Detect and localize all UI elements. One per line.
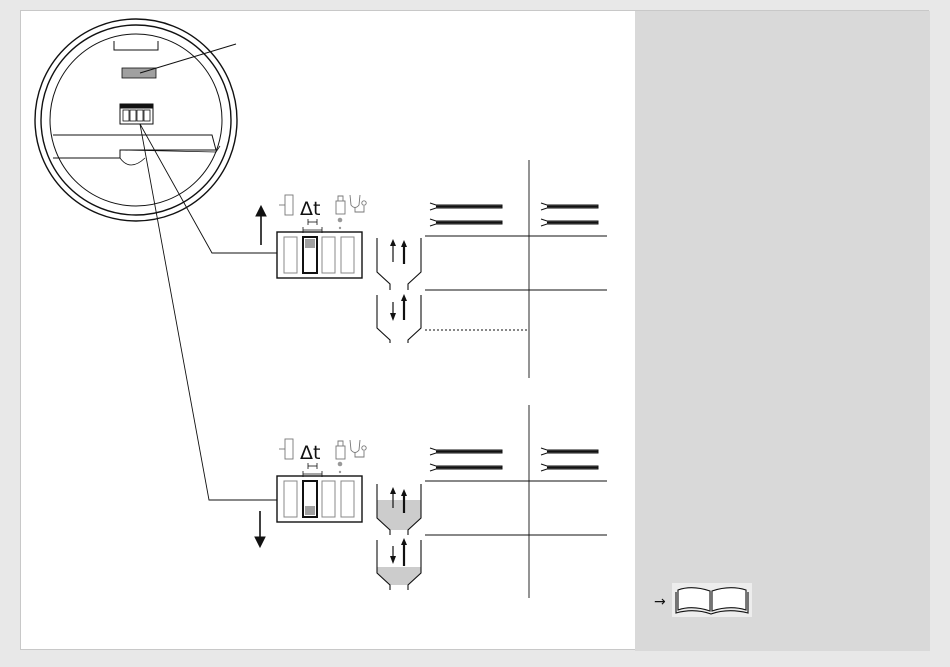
dip-switch-block bbox=[120, 104, 153, 124]
tank-level-rising-upper bbox=[377, 238, 421, 290]
probe-icon-short-upper bbox=[541, 203, 598, 226]
probe-icon-long-upper bbox=[430, 203, 502, 226]
arrow-up-icon bbox=[256, 206, 266, 245]
reference-arrow: → bbox=[654, 594, 666, 610]
lower-panel: Δt bbox=[255, 405, 607, 598]
dip-switch-panel-upper bbox=[277, 232, 362, 278]
probe-icon-long-lower bbox=[430, 448, 502, 471]
delay-symbol-upper: Δt bbox=[300, 198, 320, 220]
dip-switch-panel-lower bbox=[277, 476, 362, 522]
table-lines-lower bbox=[425, 405, 607, 598]
tank-level-falling-upper bbox=[377, 294, 421, 343]
tank-level-falling-lower bbox=[377, 538, 421, 590]
delay-brackets-lower bbox=[303, 463, 322, 477]
open-book-icon bbox=[672, 583, 752, 621]
arrow-down-icon bbox=[255, 511, 265, 547]
upper-panel: Δt bbox=[256, 160, 607, 378]
leader-line bbox=[140, 44, 236, 73]
delay-brackets-upper bbox=[303, 219, 322, 233]
probe-icon-short-lower bbox=[541, 448, 598, 471]
manual-reference: → bbox=[654, 583, 752, 621]
table-lines-upper bbox=[425, 160, 607, 378]
function-symbols-upper bbox=[279, 195, 366, 229]
tank-level-rising-lower bbox=[377, 484, 421, 535]
delay-symbol-lower: Δt bbox=[300, 442, 320, 464]
function-symbols-lower bbox=[279, 439, 366, 473]
